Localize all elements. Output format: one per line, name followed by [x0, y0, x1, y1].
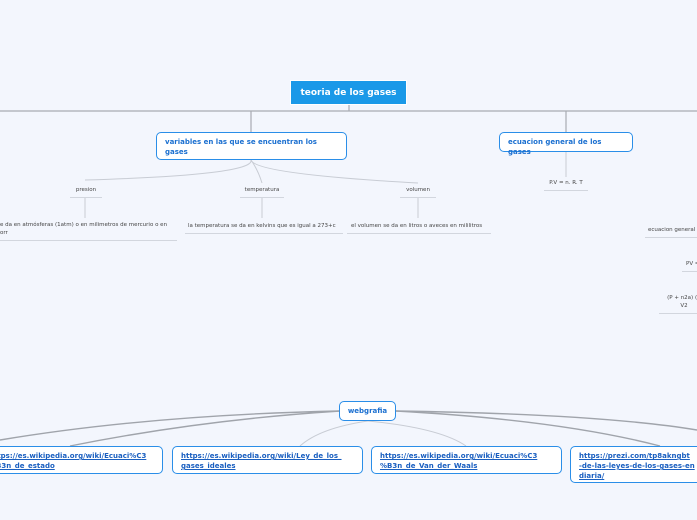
temperatura-detail[interactable]: la temperatura se da en kelvins que es i…: [185, 222, 343, 234]
link-line: diaria/: [579, 472, 605, 480]
link-prezi[interactable]: https://prezi.com/tp8akngbt -de-las-leye…: [570, 446, 697, 483]
link-line: -de-las-leyes-de-los-gases-en: [579, 462, 695, 470]
link-ley-gases-ideales[interactable]: https://es.wikipedia.org/wiki/Ley_de_los…: [172, 446, 363, 474]
link-ecuacion-de-estado[interactable]: https://es.wikipedia.org/wiki/Ecuaci%C3 …: [0, 446, 163, 474]
ecuacion-general-partial-node[interactable]: ecuacion general: [645, 226, 697, 238]
link-line: https://es.wikipedia.org/wiki/Ecuaci%C3: [380, 452, 538, 460]
link-line: %B3n_de_estado: [0, 462, 55, 470]
presion-detail[interactable]: e da en atmósferas (1atm) o en milimetro…: [0, 221, 177, 241]
presion-detail-line2: orr: [0, 230, 8, 236]
webgrafia-node[interactable]: webgrafia: [339, 401, 396, 421]
link-line: https://es.wikipedia.org/wiki/Ecuaci%C3: [0, 452, 147, 460]
presion-node[interactable]: presion: [70, 186, 102, 198]
root-node[interactable]: teoria de los gases: [290, 80, 407, 105]
link-line: https://prezi.com/tp8akngbt: [579, 452, 690, 460]
volumen-detail[interactable]: el volumen se da en litros o aveces en m…: [347, 222, 491, 234]
link-line: %B3n_de_Van_der_Waals: [380, 462, 478, 470]
variables-node[interactable]: variables en las que se encuentran los g…: [156, 132, 347, 160]
presion-detail-line1: e da en atmósferas (1atm) o en milimetro…: [0, 222, 168, 228]
volumen-node[interactable]: volumen: [400, 186, 436, 198]
vdw-line2: V2: [680, 303, 688, 309]
vdw-line1: (P + n2a) (V: [667, 295, 697, 301]
link-line: gases_ideales: [181, 462, 236, 470]
van-der-waals-partial-node[interactable]: (P + n2a) (V V2: [659, 294, 697, 314]
ecuacion-formula-node[interactable]: P.V = n. R. T: [544, 179, 588, 191]
pv-partial-node[interactable]: PV =: [682, 260, 697, 272]
ecuacion-node[interactable]: ecuacion general de los gases: [499, 132, 633, 156]
temperatura-node[interactable]: temperatura: [240, 186, 284, 198]
link-line: https://es.wikipedia.org/wiki/Ley_de_los…: [181, 452, 342, 460]
link-van-der-waals[interactable]: https://es.wikipedia.org/wiki/Ecuaci%C3 …: [371, 446, 562, 474]
